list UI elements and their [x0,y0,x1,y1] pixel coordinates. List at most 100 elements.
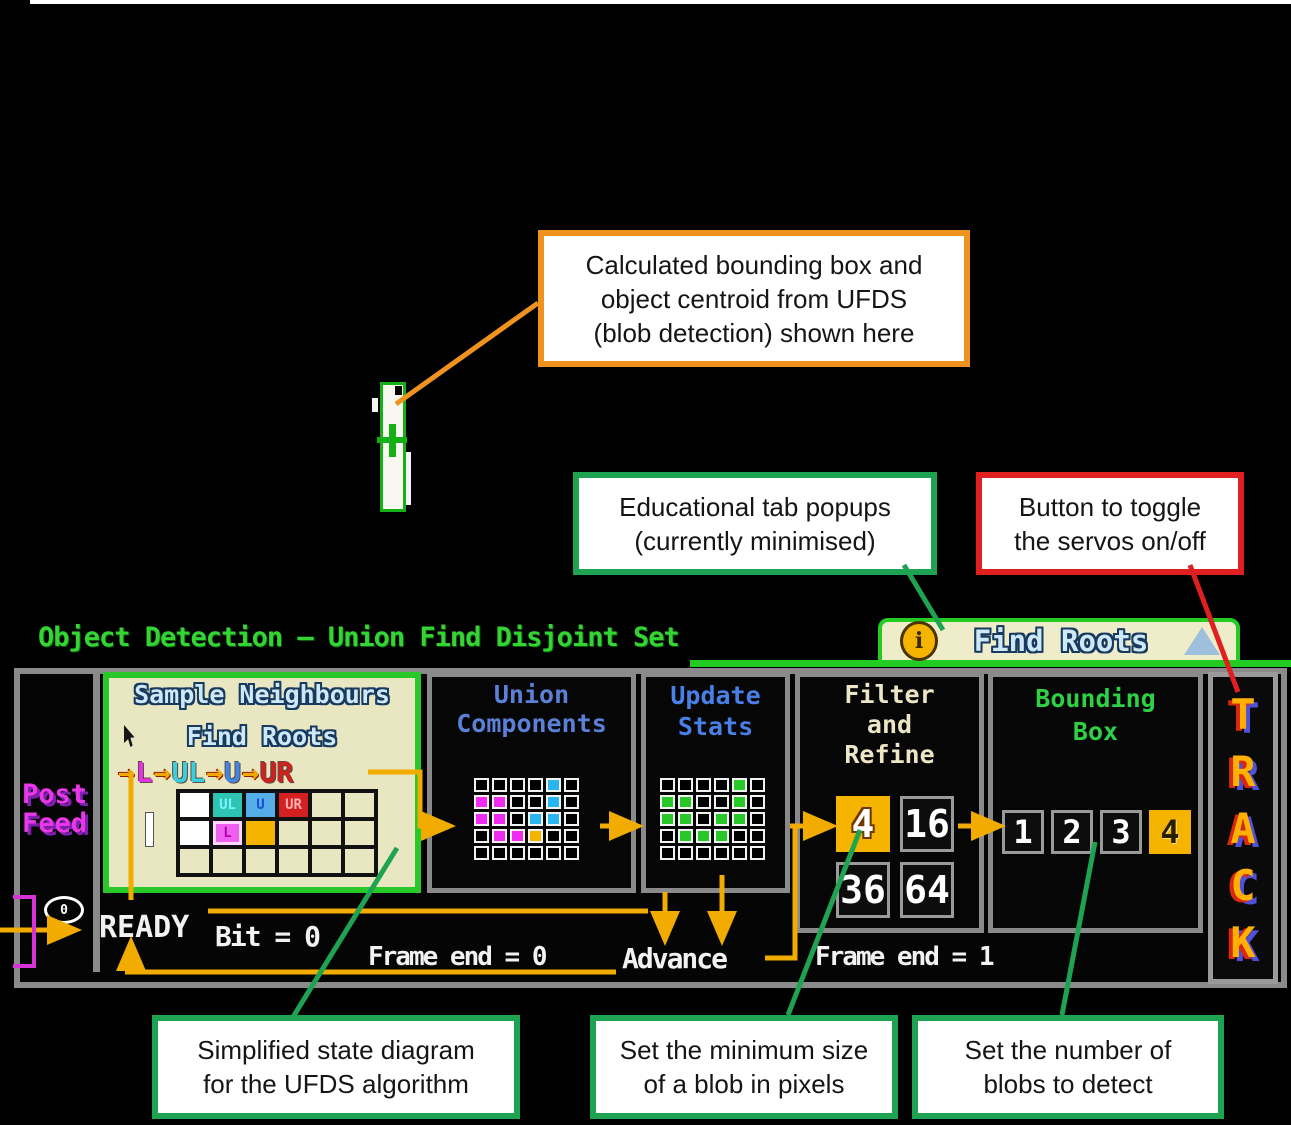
arrow-right-icon: → [206,756,224,789]
grid-cell [492,812,507,826]
state-sequence: →L→UL→U→UR [118,756,294,789]
grid-cell [474,829,489,843]
state-token: L [135,756,153,789]
grid-cell [528,846,543,860]
track-letter: C [1230,860,1256,910]
blob-count-option-3[interactable]: 3 [1100,810,1142,854]
grid-cell [345,821,374,845]
tab-find-roots[interactable]: i Find Roots [878,618,1240,664]
grid-cell [732,795,747,809]
grid-cell [564,829,579,843]
grid-cell [279,821,308,845]
grid-cell [246,821,275,845]
grid-cell [564,795,579,809]
bounding-title: Bounding Box [1035,684,1156,746]
state-token: UR [259,756,294,789]
grid-cell [492,846,507,860]
grid-cell [732,812,747,826]
track-letter: A [1230,803,1256,853]
filter-size-option-36[interactable]: 36 [836,862,890,918]
grid-cell [714,846,729,860]
filter-size-option-64[interactable]: 64 [900,862,954,918]
grid-cell [696,795,711,809]
grid-cell [696,812,711,826]
annotation-num-blobs: Set the number of blobs to detect [912,1015,1224,1119]
centroid-crosshair [389,424,396,457]
annotation-min-blob-size: Set the minimum size of a blob in pixels [590,1015,898,1119]
grid-cell [750,829,765,843]
state-bit: Bit = 0 [215,920,321,953]
blob-count-option-4[interactable]: 4 [1149,810,1191,854]
state-token: U [224,756,242,789]
grid-cell [213,849,242,873]
grid-cell [546,829,561,843]
grid-cell [510,795,525,809]
grid-cell [714,829,729,843]
filter-title: Filter and Refine [844,680,935,769]
grid-cell [696,846,711,860]
grid-cell [546,846,561,860]
tab-label: Find Roots [973,624,1149,658]
grid-cell [528,795,543,809]
grid-cell [660,829,675,843]
track-letter: R [1230,746,1256,796]
detected-object-white-blob [402,452,411,505]
info-icon[interactable]: i [900,621,938,661]
grid-cell [732,778,747,792]
grid-cell [345,793,374,817]
union-title: Union Components [456,680,607,738]
eye-icon: 0 [44,896,84,924]
filter-size-option-4[interactable]: 4 [836,796,890,852]
grid-cell [246,849,275,873]
state-frame-end-1: Frame end = 1 [815,942,994,972]
grid-cell: U [246,793,275,817]
grid-cell [678,795,693,809]
grid-cell [492,829,507,843]
grid-cell [714,795,729,809]
update-grid [660,778,765,860]
grid-cell [660,778,675,792]
blob-count-option-2[interactable]: 2 [1051,810,1093,854]
blob-count-option-1[interactable]: 1 [1002,810,1044,854]
grid-cell [474,778,489,792]
grid-cell [474,795,489,809]
grid-cell [564,778,579,792]
detected-object-white-blob [372,398,378,412]
video-frame-edge [30,0,1291,4]
grid-cell [678,846,693,860]
sample-subtitle: Find Roots [186,722,338,751]
grid-cell [546,778,561,792]
grid-cell [660,795,675,809]
grid-cell [660,846,675,860]
grid-cell [750,812,765,826]
scan-bar [145,812,154,847]
state-advance: Advance [622,942,728,975]
chevron-up-icon[interactable] [1184,627,1220,655]
grid-cell: UR [279,793,308,817]
grid-cell: L [213,821,242,845]
grid-cell [474,812,489,826]
grid-cell [750,846,765,860]
grid-cell [180,793,209,817]
union-grid [474,778,579,860]
grid-cell [312,821,341,845]
grid-cell [180,821,209,845]
grid-cell [312,793,341,817]
grid-cell [474,846,489,860]
grid-cell [696,778,711,792]
grid-cell [732,829,747,843]
grid-cell [750,778,765,792]
filter-size-option-16[interactable]: 16 [900,796,954,852]
state-ready: READY [99,910,190,945]
sample-title: Sample Neighbours [134,680,390,709]
grid-cell [732,846,747,860]
grid-cell [564,812,579,826]
grid-cell [492,795,507,809]
grid-cell [510,778,525,792]
cursor-icon [124,725,135,747]
grid-cell [546,812,561,826]
